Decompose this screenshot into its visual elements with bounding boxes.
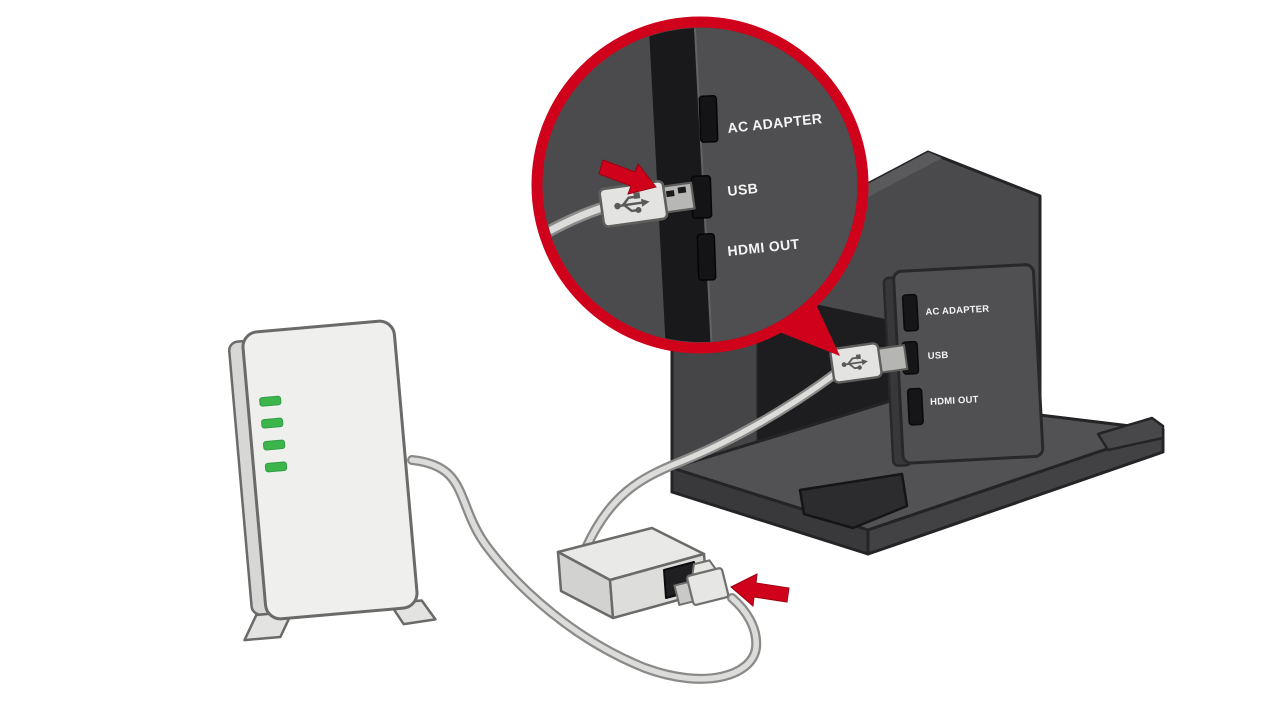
router-led-3 — [262, 439, 286, 451]
usb-plug-dock — [829, 342, 909, 384]
ethernet-cable — [407, 455, 762, 684]
wifi-router — [227, 319, 437, 642]
dock-tray-notch — [798, 472, 909, 530]
zoom-usb-plug — [598, 179, 696, 228]
zoom-usb-plug-hole-2 — [677, 186, 687, 194]
zoom-label-usb: USB — [727, 180, 759, 199]
zoom-insert-arrow-icon — [598, 159, 657, 195]
switch-dock: AC ADAPTER USB HDMI OUT — [670, 150, 1165, 556]
router-led-1 — [259, 395, 282, 407]
dock-label-ac-adapter: AC ADAPTER — [925, 304, 989, 318]
dock-tray-front-right — [866, 428, 1165, 556]
zoom-shadow-band — [648, 28, 712, 342]
dock-port-ac-adapter — [901, 293, 919, 332]
usb-cable — [581, 365, 845, 553]
zoom-port-ac-adapter — [698, 95, 719, 143]
ethernet-plug — [673, 559, 730, 606]
zoom-label-hdmi-out: HDMI OUT — [727, 235, 801, 258]
zoom-port-usb — [690, 175, 713, 219]
dock-label-hdmi-out: HDMI OUT — [930, 394, 979, 408]
lan-adapter — [556, 526, 709, 620]
zoom-port-hdmi — [696, 233, 717, 281]
dock-right-tab — [1096, 416, 1165, 452]
ethernet-plug-body — [686, 567, 730, 606]
dock-label-usb: USB — [927, 350, 948, 362]
router-led-2 — [261, 417, 284, 429]
router-front-face — [241, 319, 419, 621]
ethernet-insert-arrow-icon — [730, 573, 790, 607]
dock-port-hdmi — [906, 387, 924, 426]
router-led-4 — [264, 461, 288, 473]
zoom-usb-plug-hole-1 — [665, 190, 675, 198]
